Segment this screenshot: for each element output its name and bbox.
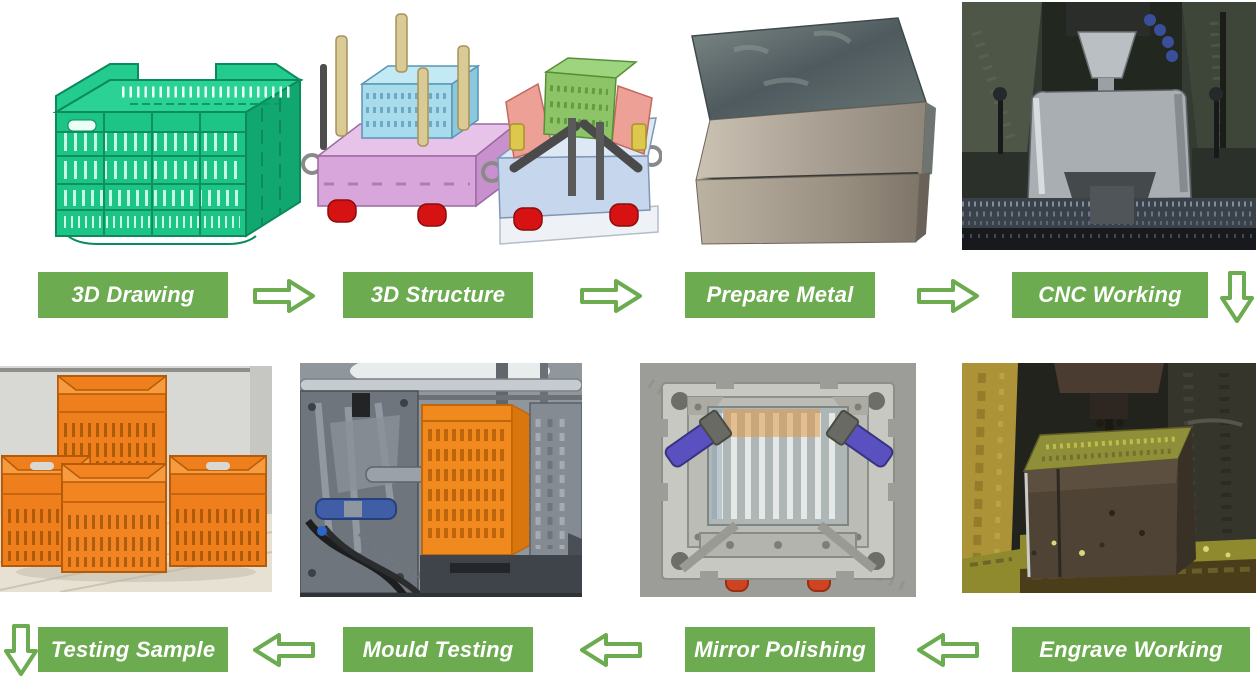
- step-mould-testing: Mould Testing: [343, 627, 533, 672]
- metal-blocks-illustration: [691, 17, 936, 245]
- step-engrave-working: Engrave Working: [1012, 627, 1250, 672]
- step-3d-drawing: 3D Drawing: [38, 272, 228, 318]
- green-crate-illustration: [52, 63, 304, 245]
- step-prepare-metal: Prepare Metal: [685, 272, 875, 318]
- engraved-block: [1022, 426, 1196, 579]
- photo-mould-testing: [300, 363, 582, 597]
- step-testing-sample: Testing Sample: [38, 627, 228, 672]
- crate-right: [169, 454, 267, 567]
- photo-cnc-working: [962, 2, 1256, 250]
- arrow-left-icon: [252, 630, 316, 670]
- arrow-down-icon: [1220, 270, 1254, 324]
- purple-cylinder-left: [664, 409, 733, 468]
- photo-engrave-working: [962, 363, 1256, 593]
- photo-testing-sample: [0, 366, 272, 592]
- photo-prepare-metal: [674, 4, 956, 248]
- moulded-orange-crate: [421, 403, 531, 557]
- crate-middle: [61, 462, 167, 573]
- polished-mould-illustration: [640, 363, 916, 597]
- arrow-left-icon: [579, 630, 643, 670]
- injection-machine-illustration: [300, 363, 582, 597]
- cnc-machine-illustration: [962, 2, 1256, 250]
- arrow-left-icon: [916, 630, 980, 670]
- photo-3d-drawing: [18, 12, 304, 254]
- edm-machine-illustration: [962, 363, 1256, 593]
- photo-mirror-polishing: [640, 363, 916, 597]
- arrow-down-icon: [4, 623, 38, 677]
- orange-crates-illustration: [0, 366, 272, 592]
- photo-3d-structure: [300, 6, 662, 254]
- purple-cylinder-right: [825, 409, 894, 468]
- arrow-right-icon: [579, 276, 643, 316]
- step-3d-structure: 3D Structure: [343, 272, 533, 318]
- step-mirror-polishing: Mirror Polishing: [685, 627, 875, 672]
- arrow-right-icon: [916, 276, 980, 316]
- mould-cad-illustration: [301, 13, 662, 245]
- step-cnc-working: CNC Working: [1012, 272, 1208, 318]
- arrow-right-icon: [252, 276, 316, 316]
